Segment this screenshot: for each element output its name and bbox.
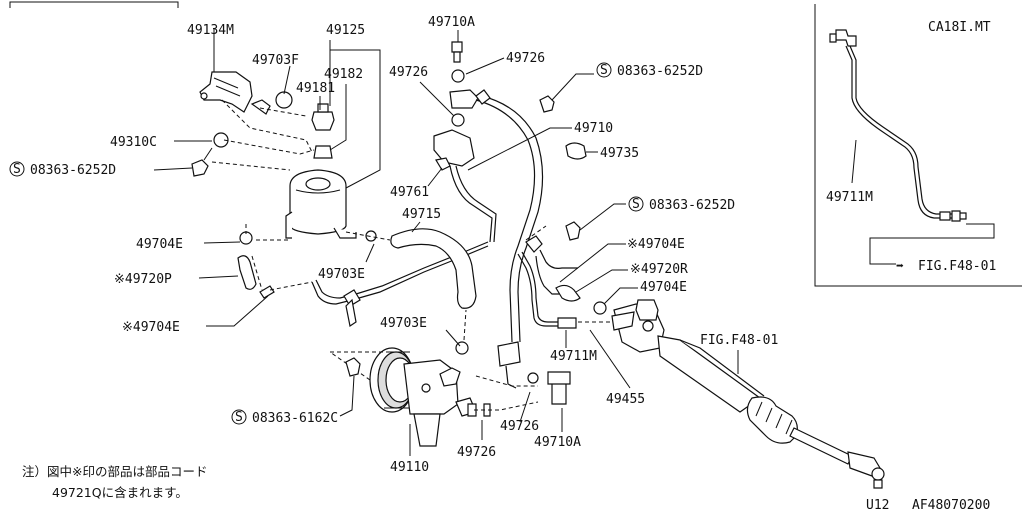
label-fig-main: FIG.F48-01 [700,333,778,348]
label-49720P: ※49720P [114,272,172,287]
label-49704E-a: 49704E [136,237,183,252]
label-49711M: 49711M [550,349,597,364]
hose-fitting-top [449,89,479,109]
label-49710A-bot: 49710A [534,435,581,450]
label-08363-6252D-b: 08363-6252D [30,163,116,178]
header-bracket [9,1,179,8]
label-49703E-b: 49703E [380,316,427,331]
label-49704E-b: ※49704E [627,237,685,252]
label-49125: 49125 [326,23,365,38]
label-49181: 49181 [296,81,335,96]
washer-49726-a [451,113,465,127]
label-08363-6252D-a: 08363-6252D [617,64,703,79]
label-49710: 49710 [574,121,613,136]
label-08363-6252D-c: 08363-6252D [649,198,735,213]
inset-connector [835,29,857,47]
grommet-49310C [213,132,229,148]
reservoir-cap [311,111,335,131]
label-49720R: ※49720R [630,262,688,277]
label-49715: 49715 [402,207,441,222]
footer-code: AF48070200 [912,498,990,512]
svg-text:S: S [13,162,21,177]
label-49726-c: 49726 [500,419,539,434]
label-49726-d: 49726 [457,445,496,460]
label-49710A-top: 49710A [428,15,475,30]
oil-reservoir [285,169,357,239]
tube-bracket [345,298,357,327]
eye-bolt-49710A-top [451,41,463,53]
label-49134M: 49134M [187,23,234,38]
label-49182: 49182 [324,67,363,82]
inset-fig-ref: FIG.F48-01 [918,259,996,274]
label-49726-b: 49726 [506,51,545,66]
inset-part-label: 49711M [826,190,873,205]
clamp-49704E-c [593,301,607,315]
bolt-08363-6252D-right [565,221,581,241]
steering-gear-assembly [613,299,885,489]
grommet-49703F [275,91,293,109]
inset-fitting [939,210,967,222]
inset-arrow: ➡ [896,259,904,274]
eye-bolt-49710A-bottom [547,371,571,405]
inset-title: CA18I.MT [928,20,991,35]
label-49704E-d: ※49704E [122,320,180,335]
clamp-49704E-a [239,231,253,245]
bracket-clip [250,99,271,115]
label-49726-a: 49726 [389,65,428,80]
power-steering-pump [369,347,477,447]
label-49703E-a: 49703E [318,267,365,282]
footer-model: U12 [866,498,889,512]
note-line-2: 49721Qに含まれます。 [52,485,188,500]
label-49761: 49761 [390,185,429,200]
label-49703F: 49703F [252,53,299,68]
bolt-08363-6252D-left [191,159,209,177]
washer-49726-c [527,372,539,384]
hose-fitting-bottom [497,341,521,367]
reservoir-filter [313,145,333,159]
clamp-49735 [565,142,587,160]
hose-49715 [390,228,477,309]
svg-text:S: S [235,410,243,425]
label-49704E-c: 49704E [640,280,687,295]
bolt-08363-6252D-top [539,95,555,113]
label-49735: 49735 [600,146,639,161]
bracket-49761 [433,129,475,167]
bolt-08363-6162C [345,357,361,377]
hose-49720P [237,255,257,290]
clamp-49703E-a [365,230,377,242]
svg-text:S: S [632,197,640,212]
label-49110: 49110 [390,460,429,475]
tube-nut [557,317,577,329]
washer-49726-d [467,403,477,417]
label-49455: 49455 [606,392,645,407]
label-08363-6162C: 08363-6162C [252,411,338,426]
hose-49720R [555,284,581,302]
reservoir-bracket [199,71,253,113]
tube-fitting [525,235,543,253]
label-49310C: 49310C [110,135,157,150]
note-line-1: 注）図中※印の部品は部品コード [22,464,208,479]
svg-text:S: S [600,63,608,78]
inset-panel: CA18I.MT 49711M ➡ FIG.F48-01 [814,4,1022,287]
washer-49726-b [451,69,465,83]
rack-port-fitting [611,311,635,331]
clamp-49704E-d [259,285,275,299]
